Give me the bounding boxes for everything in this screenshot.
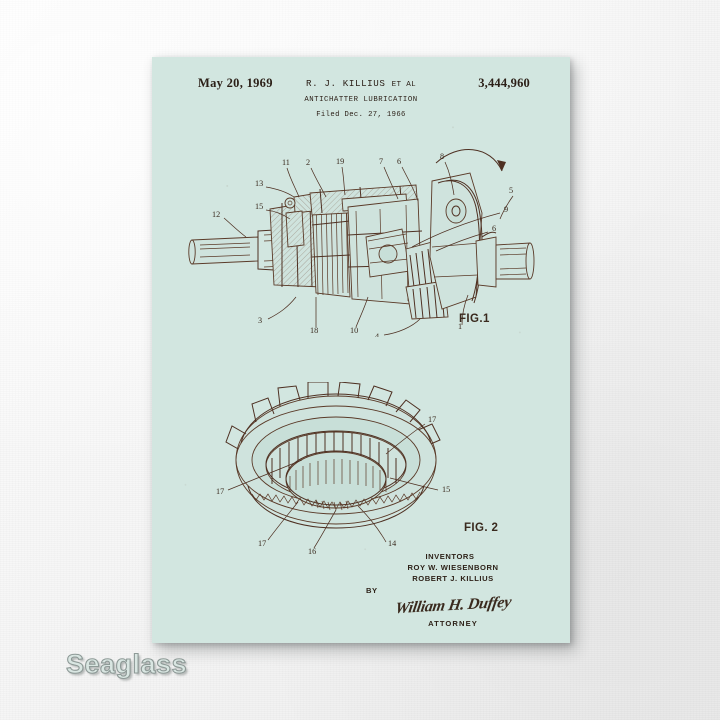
by-label: BY bbox=[366, 586, 378, 595]
poster-caption: Seaglass bbox=[65, 648, 188, 679]
svg-text:16: 16 bbox=[308, 547, 316, 554]
figure-2-drawing: 17 17 15 17 16 14 bbox=[216, 382, 450, 554]
svg-text:2: 2 bbox=[306, 158, 310, 167]
svg-text:12: 12 bbox=[212, 210, 220, 219]
fig1-reference-numerals: 11 2 19 7 6 8 13 15 12 9 6 5 3 18 10 4 1 bbox=[212, 152, 513, 337]
signature-block: INVENTORS ROY W. WIESENBORN ROBERT J. KI… bbox=[358, 551, 548, 629]
svg-text:1: 1 bbox=[458, 322, 462, 331]
fig2-leaders bbox=[227, 423, 439, 549]
figure-1-label: FIG.1 bbox=[459, 313, 490, 325]
svg-text:14: 14 bbox=[388, 539, 396, 548]
svg-text:3: 3 bbox=[258, 316, 262, 325]
filed-date: Filed Dec. 27, 1966 bbox=[316, 111, 406, 119]
fig1-right-shaft bbox=[475, 231, 535, 288]
svg-text:13: 13 bbox=[255, 179, 263, 188]
svg-text:19: 19 bbox=[336, 157, 344, 166]
svg-text:8: 8 bbox=[440, 152, 444, 161]
svg-text:9: 9 bbox=[504, 205, 508, 214]
fig1-left-shaft bbox=[188, 228, 291, 272]
fig2-bottom-detail bbox=[315, 499, 349, 511]
svg-text:11: 11 bbox=[282, 158, 290, 167]
svg-text:6: 6 bbox=[397, 157, 401, 166]
inventor-name: R. J. KILLIUS bbox=[306, 78, 386, 89]
inventor-header: R. J. KILLIUS ET AL bbox=[152, 78, 570, 89]
svg-text:6: 6 bbox=[492, 224, 496, 233]
patent-poster[interactable]: May 20, 1969 3,444,960 R. J. KILLIUS ET … bbox=[152, 57, 570, 643]
svg-text:10: 10 bbox=[350, 326, 358, 335]
figure-2-label: FIG. 2 bbox=[464, 522, 499, 534]
svg-text:18: 18 bbox=[310, 326, 318, 335]
fig1-leaders bbox=[223, 161, 514, 336]
fig2-center-bore bbox=[285, 450, 387, 509]
inventors-heading: INVENTORS bbox=[425, 552, 475, 561]
header-center-block: R. J. KILLIUS ET AL ANTICHATTER LUBRICAT… bbox=[152, 69, 570, 119]
patent-header: May 20, 1969 3,444,960 R. J. KILLIUS ET … bbox=[152, 69, 570, 129]
fig2-reference-numerals: 17 17 15 17 16 14 bbox=[216, 415, 450, 554]
svg-text:7: 7 bbox=[379, 157, 383, 166]
svg-text:4: 4 bbox=[375, 332, 379, 337]
svg-text:17: 17 bbox=[428, 415, 436, 424]
issue-date: May 20, 1969 bbox=[198, 76, 273, 90]
fig1-pinion-cluster bbox=[365, 228, 411, 278]
fig1-rotation-arrow bbox=[435, 149, 506, 172]
fig1-bearing-stack bbox=[284, 193, 314, 248]
svg-text:17: 17 bbox=[216, 487, 224, 496]
svg-text:15: 15 bbox=[442, 485, 450, 494]
figure-1-drawing: 11 2 19 7 6 8 13 15 12 9 6 5 3 18 10 4 1 bbox=[188, 149, 535, 337]
inventor-name-1: ROY W. WIESENBORN bbox=[407, 563, 499, 572]
svg-text:15: 15 bbox=[255, 202, 263, 211]
patent-number: 3,444,960 bbox=[478, 76, 530, 90]
attorney-label: ATTORNEY bbox=[428, 619, 478, 628]
et-al-label: ET AL bbox=[391, 81, 416, 89]
patent-title: ANTICHATTER LUBRICATION bbox=[304, 96, 418, 104]
svg-text:5: 5 bbox=[509, 186, 513, 195]
svg-text:17: 17 bbox=[258, 539, 266, 548]
inventor-name-2: ROBERT J. KILLIUS bbox=[412, 574, 494, 583]
fig1-differential-case bbox=[429, 172, 483, 310]
